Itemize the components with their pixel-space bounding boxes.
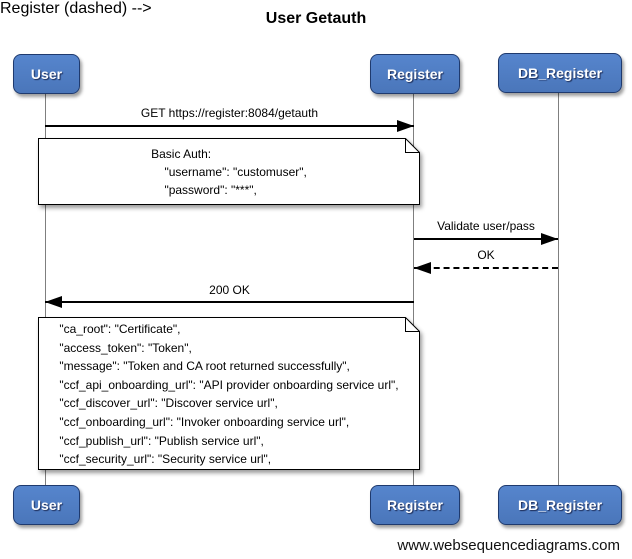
note-line: "access_token": "Token", bbox=[59, 340, 192, 355]
actor-label-db-register: DB_Register bbox=[517, 497, 603, 513]
message-label-200-ok: 200 OK bbox=[209, 283, 250, 297]
note-shape-icon bbox=[38, 317, 420, 470]
message-label-validate: Validate user/pass bbox=[437, 219, 535, 233]
message-line-get-getauth bbox=[45, 125, 414, 127]
note-line: "ca_root": "Certificate", bbox=[59, 322, 181, 336]
actor-box-db-register-bottom: DB_Register bbox=[498, 485, 622, 525]
arrowhead-right-icon bbox=[397, 120, 414, 132]
note-line: "username": "customuser", bbox=[151, 165, 307, 179]
watermark: www.websequencediagrams.com bbox=[397, 537, 620, 554]
actor-label-db-register: DB_Register bbox=[517, 65, 603, 81]
arrowhead-left-icon bbox=[45, 296, 62, 308]
note-line: "ccf_onboarding_url": "Invoker onboardin… bbox=[59, 414, 350, 429]
arrowhead-right-icon bbox=[541, 233, 558, 245]
actor-box-user-bottom: User bbox=[13, 485, 80, 525]
diagram-title: User Getauth bbox=[265, 10, 367, 27]
note-line: "ccf_discover_url": "Discover service ur… bbox=[59, 396, 278, 411]
actor-label-register: Register bbox=[386, 497, 444, 513]
message-label-get-getauth: GET https://register:8084/getauth bbox=[140, 106, 319, 120]
note-basic-auth: Basic Auth: "username": "customuser", "p… bbox=[38, 138, 420, 205]
note-line: "ccf_api_onboarding_url": "API provider … bbox=[59, 377, 399, 392]
note-line: "password": "***", bbox=[151, 183, 257, 197]
arrowhead-left-icon bbox=[414, 262, 431, 274]
note-response: "ca_root": "Certificate", "access_token"… bbox=[38, 317, 420, 470]
actor-label-user: User bbox=[30, 497, 63, 513]
actor-box-register-bottom: Register bbox=[370, 485, 460, 525]
lifeline-db-register bbox=[558, 92, 559, 485]
message-line-ok bbox=[414, 267, 558, 269]
note-line: "message": "Token and CA root returned s… bbox=[59, 359, 350, 374]
actor-box-register-top: Register bbox=[370, 54, 460, 94]
lifeline-register bbox=[413, 92, 414, 485]
note-shape-icon bbox=[38, 138, 420, 205]
lifeline-user bbox=[45, 92, 46, 485]
message-line-200-ok bbox=[45, 301, 414, 303]
actor-label-user: User bbox=[30, 66, 63, 82]
note-line: "ccf_publish_url": "Publish service url"… bbox=[59, 433, 264, 448]
actor-box-user-top: User bbox=[13, 54, 80, 94]
note-line: Basic Auth: bbox=[151, 147, 212, 161]
actor-label-register: Register bbox=[386, 66, 444, 82]
message-label-ok: OK bbox=[477, 248, 495, 262]
message-line-validate bbox=[414, 238, 558, 240]
actor-box-db-register-top: DB_Register bbox=[498, 53, 622, 93]
note-line: "ccf_security_url": "Security service ur… bbox=[59, 452, 272, 467]
